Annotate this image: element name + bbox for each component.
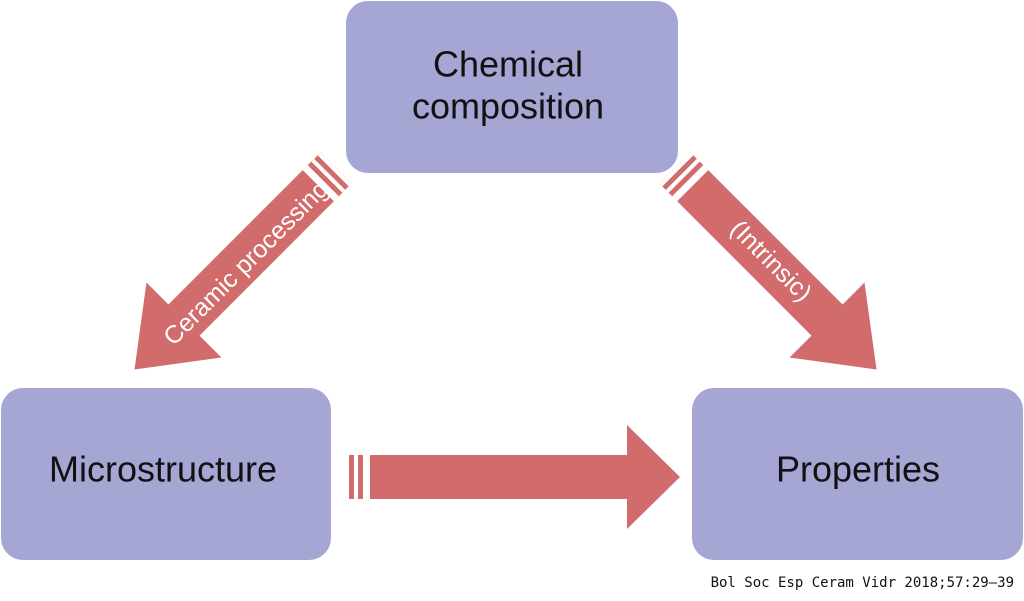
node-chemical-composition-box bbox=[346, 1, 678, 173]
arrow-ceramic-processing-stripe bbox=[317, 152, 352, 187]
arrow-microstructure-to-properties-stripe bbox=[354, 455, 358, 499]
node-chemical-composition-label-line1: Chemical bbox=[433, 44, 583, 85]
node-microstructure-box bbox=[1, 388, 331, 560]
arrow-intrinsic-shape bbox=[659, 152, 877, 370]
node-microstructure: Microstructure bbox=[1, 388, 331, 560]
node-chemical-composition: Chemical composition bbox=[346, 1, 678, 173]
arrow-ceramic-processing-shape bbox=[134, 152, 352, 370]
node-chemical-composition-label-line2: composition bbox=[412, 86, 604, 127]
node-microstructure-label: Microstructure bbox=[49, 449, 277, 490]
arrow-microstructure-to-properties-shape bbox=[345, 425, 680, 529]
node-properties-label: Properties bbox=[776, 449, 940, 490]
arrow-intrinsic-stripe bbox=[659, 152, 694, 187]
arrow-microstructure-to-properties bbox=[345, 425, 680, 529]
arrow-intrinsic-stripe bbox=[665, 158, 700, 193]
node-properties: Properties bbox=[692, 388, 1023, 560]
citation-text: Bol Soc Esp Ceram Vidr 2018;57:29–39 bbox=[710, 575, 1014, 591]
arrow-ceramic-processing-stripe bbox=[302, 165, 339, 202]
arrow-microstructure-to-properties-stripe bbox=[345, 455, 349, 499]
arrow-intrinsic-stripe bbox=[672, 165, 709, 202]
node-properties-box bbox=[692, 388, 1023, 560]
arrow-ceramic-processing-stripe bbox=[311, 158, 346, 193]
arrow-intrinsic bbox=[659, 152, 877, 370]
arrow-ceramic-processing-label: Ceramic processing bbox=[158, 175, 334, 351]
arrow-microstructure-to-properties-stripe bbox=[363, 455, 370, 499]
arrow-ceramic-processing bbox=[134, 152, 352, 370]
